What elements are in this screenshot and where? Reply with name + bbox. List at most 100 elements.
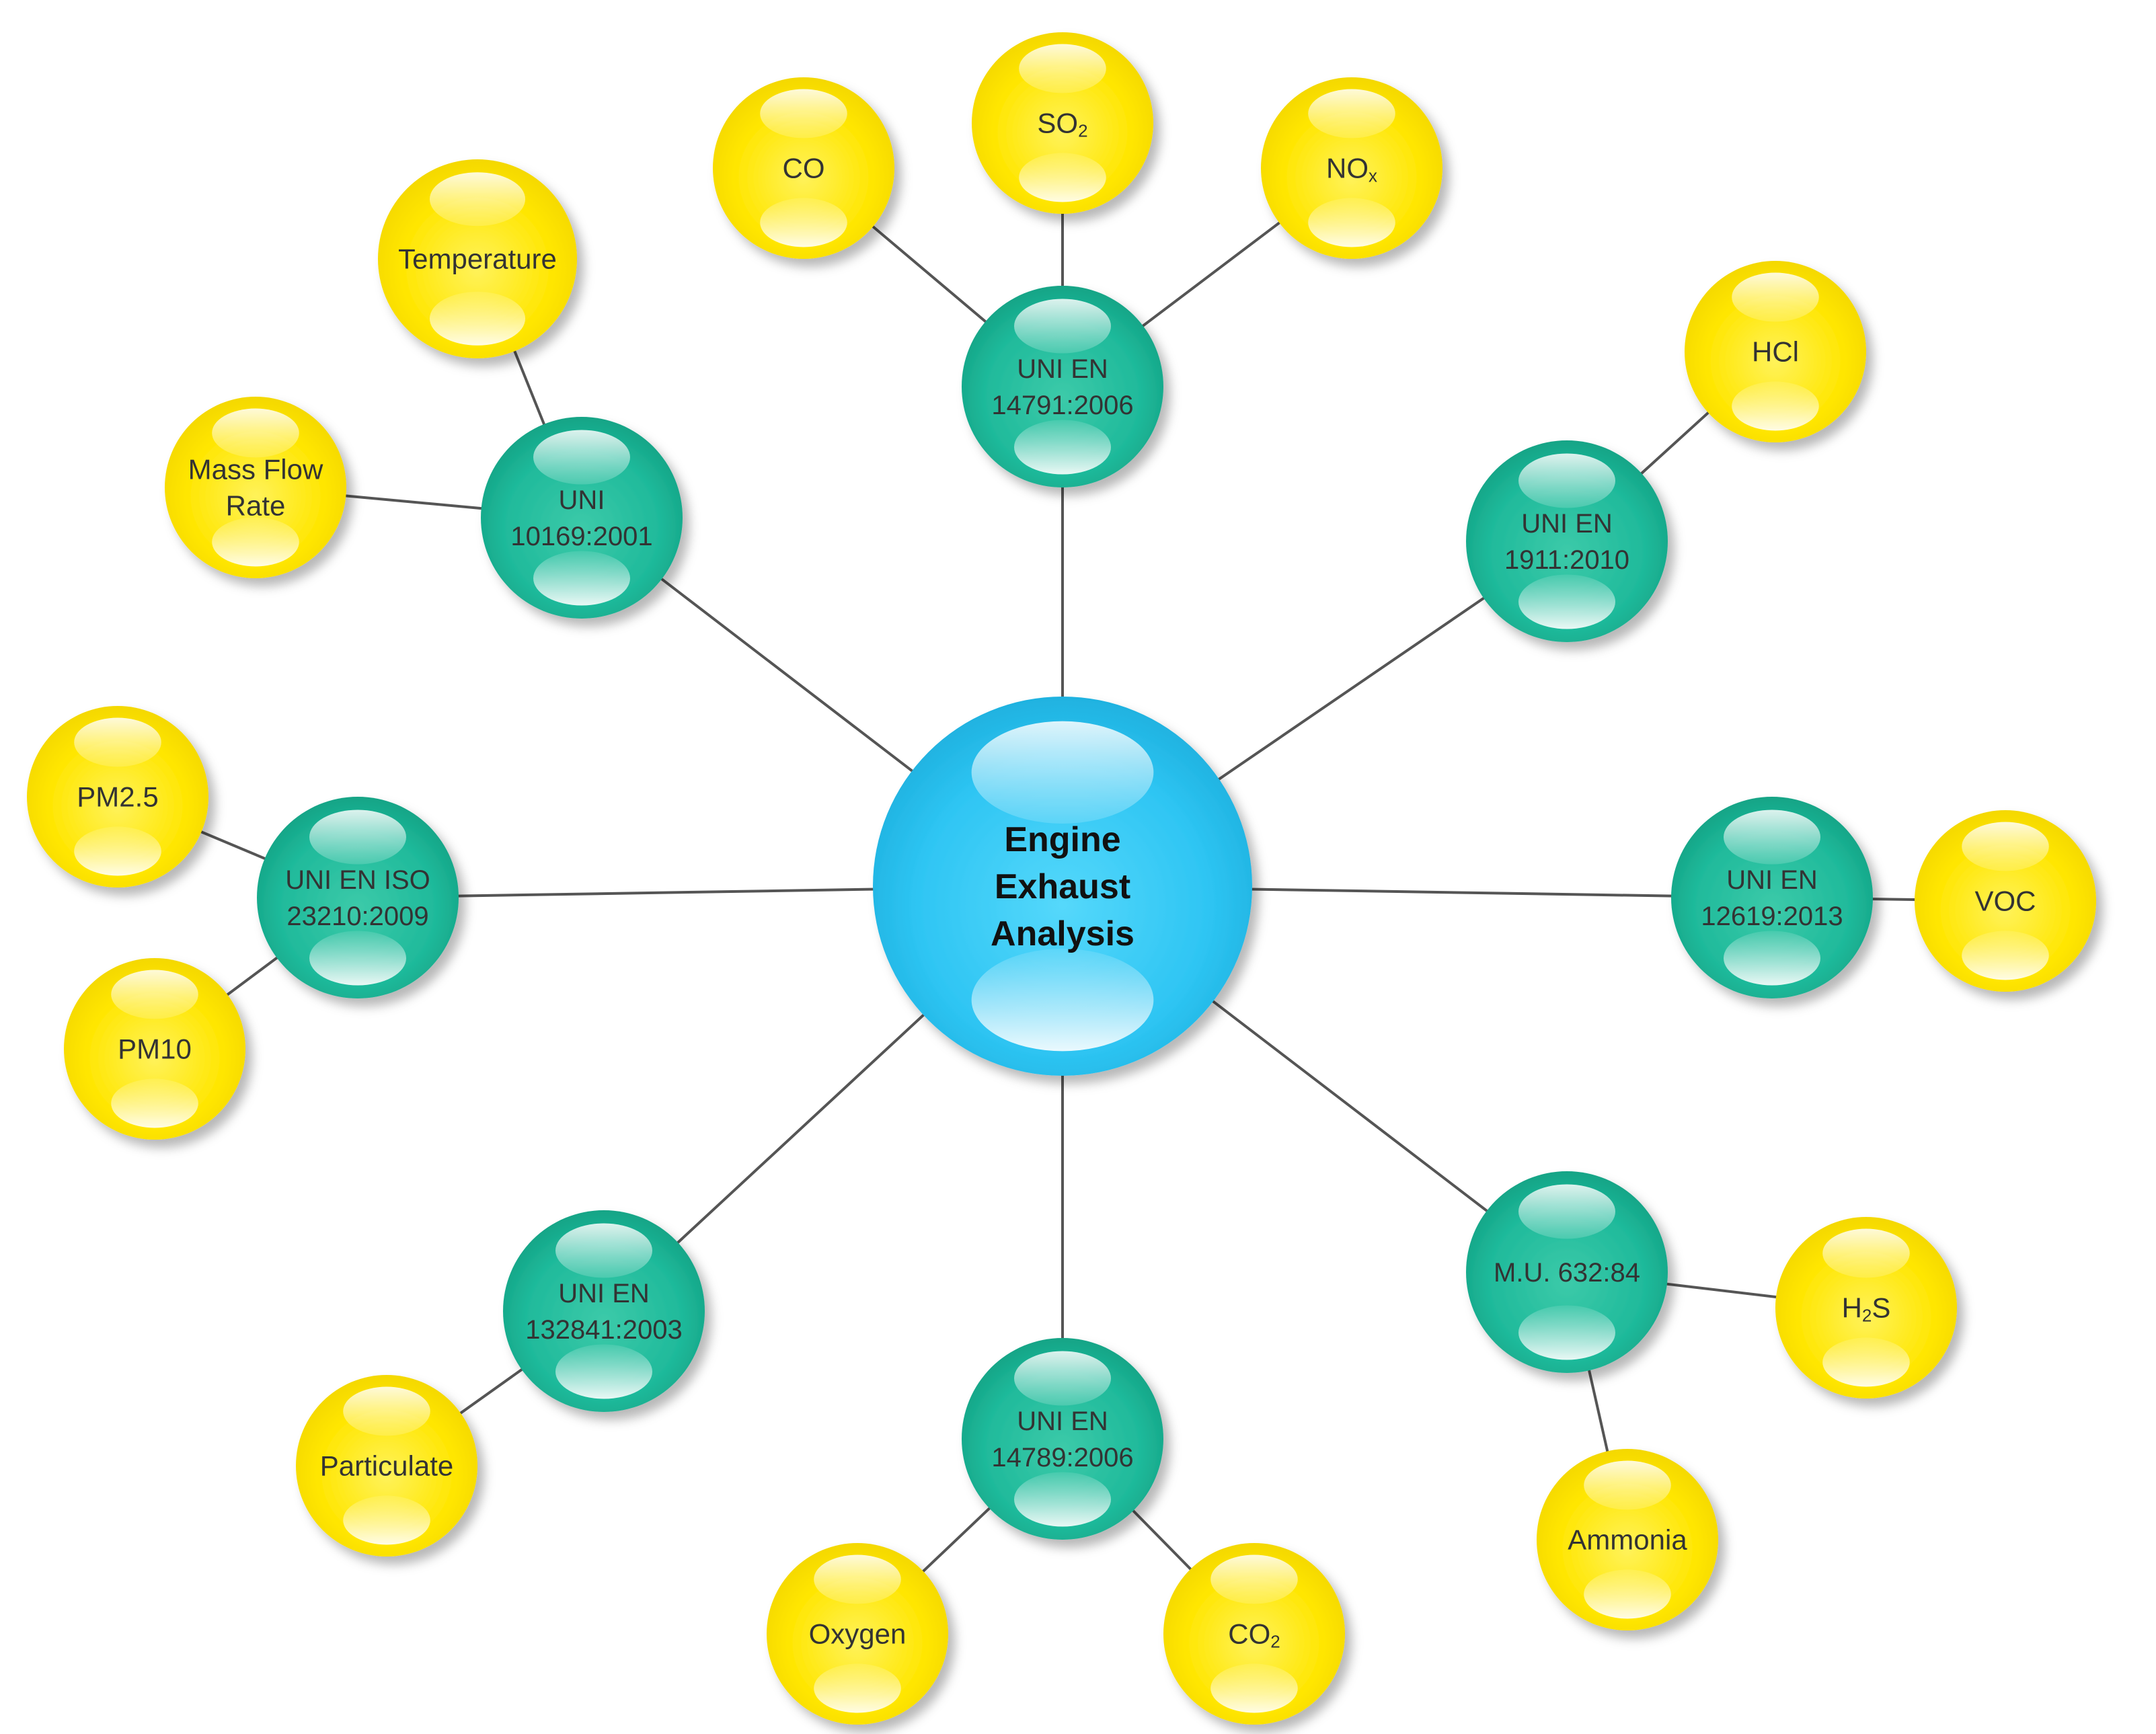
parameter-node-circle xyxy=(1915,810,2096,992)
node-label-line: 1911:2010 xyxy=(1504,545,1629,575)
parameter-node-circle xyxy=(1775,1217,1957,1398)
node-label-line: 12619:2013 xyxy=(1701,902,1843,931)
parameter-node[interactable]: Oxygen xyxy=(767,1543,948,1725)
standard-node[interactable]: UNI EN 132841:2003 xyxy=(503,1210,705,1412)
parameter-node-circle xyxy=(165,397,346,578)
parameter-node[interactable]: PM10 xyxy=(64,958,245,1140)
parameter-label-main: PM2.5 xyxy=(77,781,158,813)
standard-node-circle xyxy=(257,797,459,998)
standard-node-circle xyxy=(481,417,683,619)
standard-node-gloss-bottom xyxy=(1014,420,1111,475)
standard-node-gloss-bottom xyxy=(1014,1472,1111,1527)
parameter-node-circle xyxy=(378,159,577,358)
node-label-line: 10169:2001 xyxy=(510,522,652,551)
parameter-node-gloss-top xyxy=(429,172,526,227)
parameter-label-subscript: 2 xyxy=(1078,121,1087,141)
parameter-label-main: Ammonia xyxy=(1568,1524,1687,1556)
parameter-node[interactable]: Ammonia xyxy=(1537,1449,1718,1630)
standard-node-circle xyxy=(1466,440,1668,642)
parameter-label-main: SO xyxy=(1037,108,1078,139)
parameter-label: Ammonia xyxy=(1568,1524,1687,1556)
standard-node[interactable]: UNI EN 14791:2006 xyxy=(962,286,1163,487)
parameter-label-main: NO xyxy=(1326,153,1369,184)
parameter-label: HCl xyxy=(1752,336,1799,368)
parameter-node[interactable]: NOx xyxy=(1261,77,1442,259)
parameter-node[interactable]: H2S xyxy=(1775,1217,1957,1398)
parameter-label: CO xyxy=(783,153,825,184)
central-topic-node-gloss-top xyxy=(971,721,1154,824)
parameter-node[interactable]: SO2 xyxy=(972,32,1153,214)
parameter-label: Oxygen xyxy=(809,1618,907,1650)
parameter-node-gloss-top xyxy=(343,1386,430,1436)
parameter-label-subscript: 2 xyxy=(1862,1306,1872,1326)
parameter-node-gloss-top xyxy=(1019,44,1106,93)
parameter-node-gloss-bottom xyxy=(1019,153,1106,202)
parameter-node-gloss-top xyxy=(760,89,847,139)
standard-node[interactable]: M.U. 632:84 xyxy=(1466,1171,1668,1373)
parameter-node-gloss-top xyxy=(814,1554,901,1604)
node-label-line: 132841:2003 xyxy=(525,1315,683,1345)
parameter-node-gloss-top xyxy=(1308,89,1395,139)
parameter-node[interactable]: Particulate xyxy=(296,1375,477,1556)
standard-node-gloss-top xyxy=(1014,1351,1111,1406)
parameter-node[interactable]: PM2.5 xyxy=(27,706,208,888)
parameter-label-subscript: 2 xyxy=(1270,1632,1280,1652)
parameter-node-circle xyxy=(713,77,894,259)
parameter-node[interactable]: CO2 xyxy=(1163,1543,1345,1725)
standard-node-gloss-bottom xyxy=(1724,931,1820,986)
parameter-node-gloss-bottom xyxy=(212,517,299,567)
node-label-line: Rate xyxy=(226,490,286,522)
parameter-node-gloss-bottom xyxy=(814,1663,901,1713)
parameter-node[interactable]: HCl xyxy=(1685,261,1866,442)
parameter-node-gloss-bottom xyxy=(1584,1569,1671,1619)
node-label-line: UNI EN xyxy=(558,1279,650,1308)
parameter-label: H2S xyxy=(1842,1292,1891,1326)
standard-node[interactable]: UNI EN 12619:2013 xyxy=(1671,797,1873,998)
standard-node-gloss-bottom xyxy=(555,1344,652,1399)
standard-node-gloss-top xyxy=(1518,1184,1615,1239)
node-label-line: 14789:2006 xyxy=(991,1443,1133,1472)
node-label-line: UNI EN xyxy=(1017,354,1108,384)
parameter-node[interactable]: VOC xyxy=(1915,810,2096,992)
parameter-node-gloss-bottom xyxy=(429,291,526,346)
standard-node-gloss-top xyxy=(1014,299,1111,354)
parameter-node-gloss-top xyxy=(1210,1554,1298,1604)
node-label-line: Exhaust xyxy=(995,867,1130,906)
parameter-label: Particulate xyxy=(320,1450,453,1482)
node-label-line: UNI EN xyxy=(1521,509,1613,539)
parameter-node-circle xyxy=(1537,1449,1718,1630)
node-label-line: UNI EN ISO xyxy=(285,865,430,895)
parameter-node-gloss-top xyxy=(1732,272,1819,322)
node-label-line: 14791:2006 xyxy=(991,391,1133,420)
standard-node[interactable]: UNI EN ISO 23210:2009 xyxy=(257,797,459,998)
parameter-label: NOx xyxy=(1326,153,1377,186)
central-topic-node-circle xyxy=(873,697,1252,1076)
standard-node[interactable]: UNI EN 1911:2010 xyxy=(1466,440,1668,642)
parameter-node-gloss-bottom xyxy=(343,1495,430,1545)
node-label-line: Engine xyxy=(1004,820,1120,859)
central-topic-node-gloss-bottom xyxy=(971,949,1154,1052)
parameter-node-gloss-top xyxy=(74,717,161,767)
parameter-node-circle xyxy=(972,32,1153,214)
parameter-node-circle xyxy=(64,958,245,1140)
parameter-node[interactable]: CO xyxy=(713,77,894,259)
parameter-node[interactable]: Temperature xyxy=(378,159,577,358)
parameter-label-main: Temperature xyxy=(398,243,557,275)
parameter-node-circle xyxy=(767,1543,948,1725)
node-label-line: 23210:2009 xyxy=(286,902,428,931)
standard-node-circle xyxy=(1671,797,1873,998)
parameter-label: PM2.5 xyxy=(77,781,158,813)
parameter-node-gloss-bottom xyxy=(74,826,161,876)
standard-node-gloss-top xyxy=(309,810,406,865)
standard-node-gloss-top xyxy=(1724,810,1820,865)
node-label-line: UNI EN xyxy=(1726,865,1818,895)
parameter-node-gloss-bottom xyxy=(760,198,847,247)
standard-node-gloss-top xyxy=(1518,453,1615,508)
parameter-node-circle xyxy=(27,706,208,888)
standard-node-circle xyxy=(1466,1171,1668,1373)
